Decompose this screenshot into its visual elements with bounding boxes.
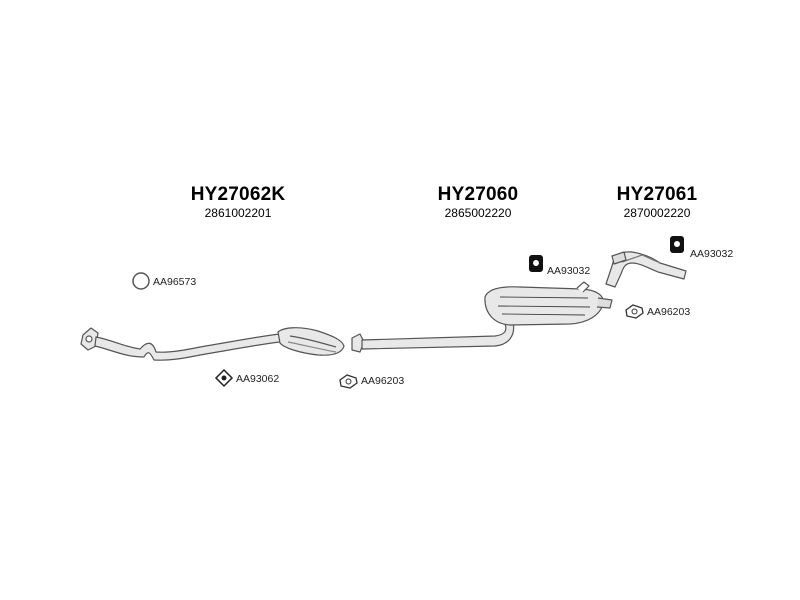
front-pipe-tube (94, 333, 281, 361)
group-header: HY27060 2865002220 (408, 184, 548, 221)
group-code: HY27060 (437, 184, 519, 205)
part-label: AA93062 (236, 373, 280, 385)
group-header: HY27061 2870002220 (587, 184, 727, 221)
rear-tail-pipe (605, 251, 687, 288)
center-pipe-with-muffler (351, 281, 613, 353)
group-code: HY27062K (190, 184, 286, 205)
part-icon-diamond-bracket (214, 368, 234, 388)
group-number: 2861002201 (204, 206, 272, 220)
front-pipe-with-catalyst (80, 327, 345, 361)
part-label: AA93032 (690, 248, 734, 260)
group-code: HY27061 (616, 184, 698, 205)
part-icon-flange-gasket (339, 374, 358, 389)
group-header: HY27062K 2861002201 (168, 184, 308, 221)
part-label: AA93032 (547, 265, 591, 277)
part-icon-ring (132, 272, 150, 290)
part-label: AA96573 (153, 276, 197, 288)
catalytic-converter (277, 327, 345, 356)
part-icon-rubber-hanger (670, 236, 684, 253)
group-number: 2870002220 (623, 206, 691, 220)
tail-pipe-bracket (611, 251, 627, 265)
part-label: AA96203 (647, 306, 691, 318)
part-label: AA96203 (361, 375, 405, 387)
part-icon-rubber-hanger (529, 255, 543, 272)
part-icon-flange-gasket (625, 304, 644, 319)
group-number: 2865002220 (444, 206, 512, 220)
